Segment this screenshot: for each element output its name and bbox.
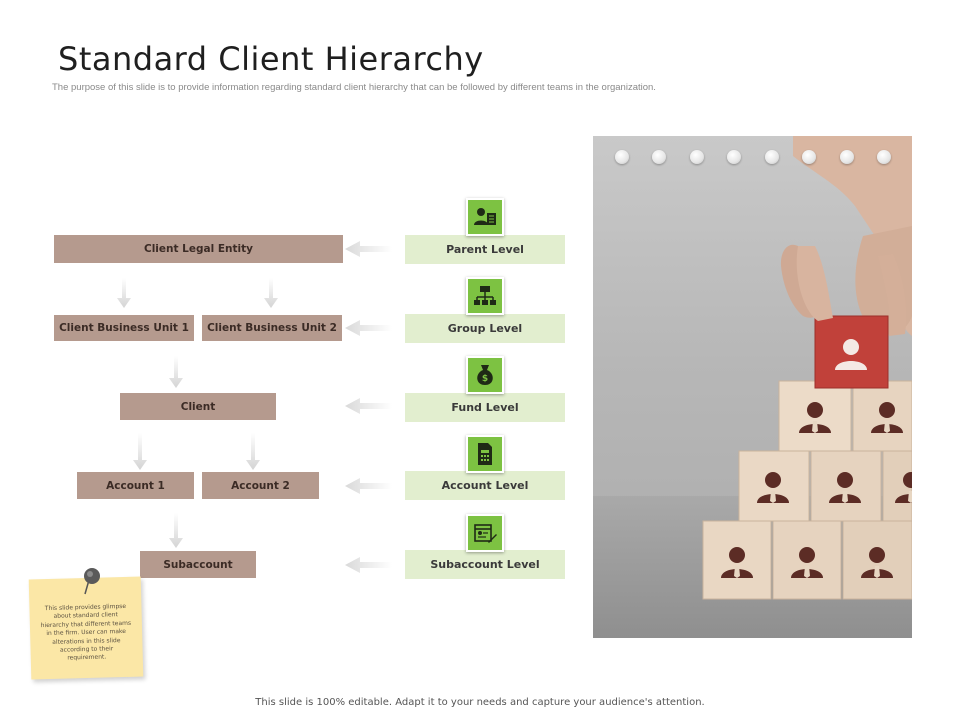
wooden-block xyxy=(852,380,912,452)
binder-hole xyxy=(802,150,816,164)
wooden-block xyxy=(810,450,882,522)
slide-subtitle: The purpose of this slide is to provide … xyxy=(52,82,656,93)
binder-hole xyxy=(615,150,629,164)
pushpin-icon xyxy=(84,568,100,595)
account-level-label: Account Level xyxy=(405,471,565,500)
highlighted-block xyxy=(814,315,889,389)
wooden-block xyxy=(842,520,912,600)
left-arrow-fund xyxy=(345,398,392,414)
binder-hole xyxy=(727,150,741,164)
down-arrow-bu2 xyxy=(264,278,278,308)
down-arrow-account1 xyxy=(133,433,147,470)
hierarchy-blocks-photo xyxy=(593,136,912,638)
wooden-block xyxy=(702,520,772,600)
sticky-note-text: This slide provides glimpse about standa… xyxy=(40,602,132,662)
wooden-block xyxy=(882,450,912,522)
left-arrow-parent xyxy=(345,241,392,257)
svg-text:$: $ xyxy=(482,374,488,384)
client-legal-entity-box: Client Legal Entity xyxy=(54,235,343,263)
binder-hole xyxy=(877,150,891,164)
wooden-block xyxy=(778,380,852,452)
down-arrow-client xyxy=(169,356,183,388)
binder-hole xyxy=(690,150,704,164)
wooden-block xyxy=(772,520,842,600)
left-arrow-account xyxy=(345,478,392,494)
calculator-document-icon xyxy=(466,435,504,473)
org-chart-icon xyxy=(466,277,504,315)
binder-hole xyxy=(765,150,779,164)
subaccount-level-label: Subaccount Level xyxy=(405,550,565,579)
client-business-unit-1-box: Client Business Unit 1 xyxy=(54,315,194,341)
left-arrow-subaccount xyxy=(345,557,392,573)
parent-level-label: Parent Level xyxy=(405,235,565,264)
subaccount-box: Subaccount xyxy=(140,551,256,578)
down-arrow-account2 xyxy=(246,433,260,470)
account-1-box: Account 1 xyxy=(77,472,194,499)
footer-text: This slide is 100% editable. Adapt it to… xyxy=(255,697,705,708)
fund-level-label: Fund Level xyxy=(405,393,565,422)
group-level-label: Group Level xyxy=(405,314,565,343)
client-box: Client xyxy=(120,393,276,420)
user-document-icon xyxy=(466,198,504,236)
client-business-unit-2-box: Client Business Unit 2 xyxy=(202,315,342,341)
binder-hole xyxy=(652,150,666,164)
money-bag-icon: $ xyxy=(466,356,504,394)
account-2-box: Account 2 xyxy=(202,472,319,499)
left-arrow-group xyxy=(345,320,392,336)
binder-hole xyxy=(840,150,854,164)
slide-title: Standard Client Hierarchy xyxy=(58,40,484,78)
wooden-block xyxy=(738,450,810,522)
id-card-edit-icon xyxy=(466,514,504,552)
down-arrow-bu1 xyxy=(117,278,131,308)
down-arrow-subaccount xyxy=(169,513,183,548)
